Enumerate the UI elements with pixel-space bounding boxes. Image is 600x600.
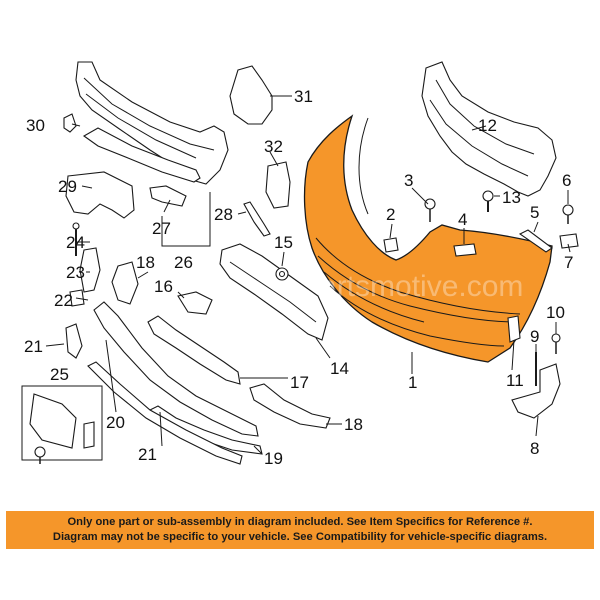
bolt-part-13 [482, 190, 494, 212]
callout-25: 25 [50, 365, 69, 384]
screw-part-25 [34, 446, 46, 464]
callout-22: 22 [54, 291, 73, 310]
leader-lines [45, 95, 571, 455]
callout-2: 2 [386, 205, 395, 224]
callout-23: 23 [66, 263, 85, 282]
callout-27: 27 [152, 219, 171, 238]
watermark-text: Partsmotive.com [300, 270, 523, 303]
callout-14: 14 [330, 359, 349, 378]
callout-18-upper: 18 [136, 253, 155, 272]
bracket-part-16 [177, 291, 213, 315]
callout-1: 1 [408, 373, 417, 392]
callout-31: 31 [294, 87, 313, 106]
screw-part-3 [424, 198, 436, 222]
disclaimer-line-1: Only one part or sub-assembly in diagram… [67, 516, 533, 528]
callout-26: 26 [174, 253, 193, 272]
clip-part-11 [507, 315, 521, 343]
callout-4: 4 [458, 210, 467, 229]
callout-6: 6 [562, 171, 571, 190]
license-bracket-part-25 [21, 385, 103, 461]
callout-21-lower: 21 [138, 445, 157, 464]
bracket-part-29 [65, 171, 135, 219]
bracket-part-18-small [111, 261, 139, 305]
clip-part-2 [383, 237, 399, 253]
callout-17: 17 [290, 373, 309, 392]
molding-part-20 [93, 301, 259, 437]
impact-bar-part-26 [75, 61, 229, 185]
callout-5: 5 [530, 203, 539, 222]
callout-16: 16 [154, 277, 173, 296]
callout-7: 7 [564, 253, 573, 272]
reinforcement-part-12 [421, 61, 557, 197]
absorber-part-14 [219, 243, 329, 341]
clip-part-7 [559, 233, 579, 249]
callout-10: 10 [546, 303, 565, 322]
clip-part-30 [63, 113, 77, 133]
nut-part-15 [275, 267, 289, 281]
callout-30: 30 [26, 116, 45, 135]
callout-28: 28 [214, 205, 233, 224]
callout-11: 11 [506, 371, 524, 390]
retainer-part-4 [453, 243, 477, 257]
callout-21-upper: 21 [24, 337, 43, 356]
callout-19: 19 [264, 449, 283, 468]
bolt-part-24 [72, 222, 80, 256]
callout-15: 15 [274, 233, 293, 252]
callout-29: 29 [58, 177, 77, 196]
molding-part-18 [249, 383, 331, 429]
bolt-part-10 [551, 333, 561, 354]
screw-part-6 [562, 204, 574, 224]
callout-8: 8 [530, 439, 539, 458]
rod-part-28 [243, 201, 271, 237]
callout-12: 12 [478, 116, 497, 135]
grille-strip-part-17 [147, 315, 241, 385]
callout-18-lower: 18 [344, 415, 363, 434]
disclaimer-banner: Only one part or sub-assembly in diagram… [6, 511, 594, 549]
bracket-part-23 [79, 247, 101, 293]
parts-diagram: Partsmotive.com [21, 61, 579, 468]
callout-32: 32 [264, 137, 283, 156]
bracket-part-27 [149, 185, 187, 207]
callout-20: 20 [106, 413, 125, 432]
callout-24: 24 [66, 233, 85, 252]
bracket-part-31 [229, 65, 273, 125]
callout-9: 9 [530, 327, 539, 346]
bracket-part-32 [265, 161, 291, 209]
disclaimer-line-2: Diagram may not be specific to your vehi… [52, 531, 548, 543]
callout-3: 3 [404, 171, 413, 190]
bracket-part-8 [511, 363, 561, 419]
bumper-cover-part-1 [303, 114, 553, 363]
callout-13: 13 [502, 188, 521, 207]
strip-part-21-lower [87, 361, 243, 465]
bracket-part-21-left [65, 323, 83, 359]
strip-part-5 [518, 229, 553, 253]
